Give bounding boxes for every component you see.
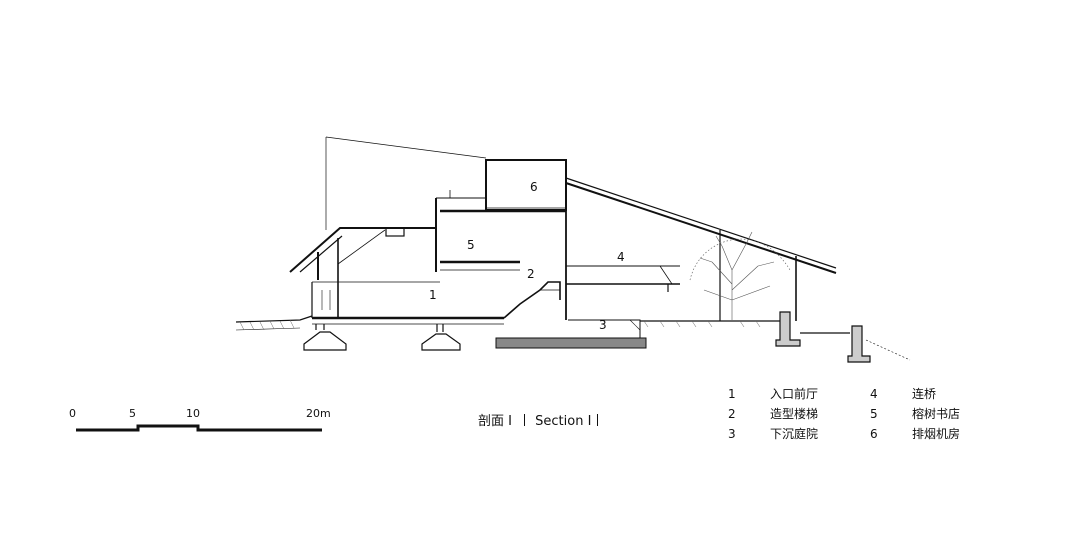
hall-roof	[289, 227, 437, 273]
room-label-2: 2	[527, 267, 535, 281]
title-end-bar	[597, 414, 599, 426]
scale-tick-5: 5	[129, 407, 136, 420]
tree	[689, 231, 791, 320]
footing-1	[303, 331, 347, 351]
legend-item: 6 排烟机房	[870, 424, 960, 444]
scale-bar	[76, 424, 322, 432]
legend-item: 3 下沉庭院	[728, 424, 818, 444]
level6-box	[485, 159, 567, 211]
footing-2	[421, 333, 461, 351]
legend-item: 2 造型楼梯	[728, 404, 818, 424]
title-cn: 剖面	[478, 414, 505, 429]
scale-tick-20m: 20m	[306, 407, 331, 420]
legend-name: 下沉庭院	[770, 427, 819, 441]
legend-number: 1	[728, 387, 736, 401]
room-label-4: 4	[617, 250, 625, 264]
title-en: Section	[535, 414, 584, 429]
scale-tick-10: 10	[186, 407, 200, 420]
title-separator	[524, 414, 526, 426]
legend-number: 5	[870, 407, 878, 421]
legend-item: 4 连桥	[870, 384, 960, 404]
legend-name: 入口前厅	[770, 387, 819, 401]
legend-number: 3	[728, 427, 736, 441]
room-label-6: 6	[530, 180, 538, 194]
legend-col-2: 4 连桥 5 榕树书店 6 排烟机房	[870, 384, 960, 444]
legend-number: 2	[728, 407, 736, 421]
room-label-5: 5	[467, 238, 475, 252]
section-title: 剖面 I Section I	[478, 414, 599, 430]
room-label-3: 3	[599, 318, 607, 332]
legend-number: 6	[870, 427, 878, 441]
stair	[503, 281, 561, 319]
legend-col-1: 1 入口前厅 2 造型楼梯 3 下沉庭院	[728, 384, 818, 444]
legend-name: 榕树书店	[912, 407, 961, 421]
legend-item: 1 入口前厅	[728, 384, 818, 404]
legend-item: 5 榕树书店	[870, 404, 960, 424]
legend-number: 4	[870, 387, 878, 401]
retaining-wall-2	[847, 325, 871, 363]
legend-name: 排烟机房	[912, 427, 961, 441]
sloped-roof	[565, 177, 837, 269]
scale-tick-0: 0	[69, 407, 76, 420]
ground-left	[235, 315, 313, 323]
legend-name: 连桥	[912, 387, 937, 401]
title-numeral-cn: I	[508, 414, 512, 429]
room-label-1: 1	[429, 288, 437, 302]
legend-name: 造型楼梯	[770, 407, 819, 421]
title-numeral-en: I	[587, 414, 592, 429]
retaining-wall-1	[775, 311, 801, 347]
